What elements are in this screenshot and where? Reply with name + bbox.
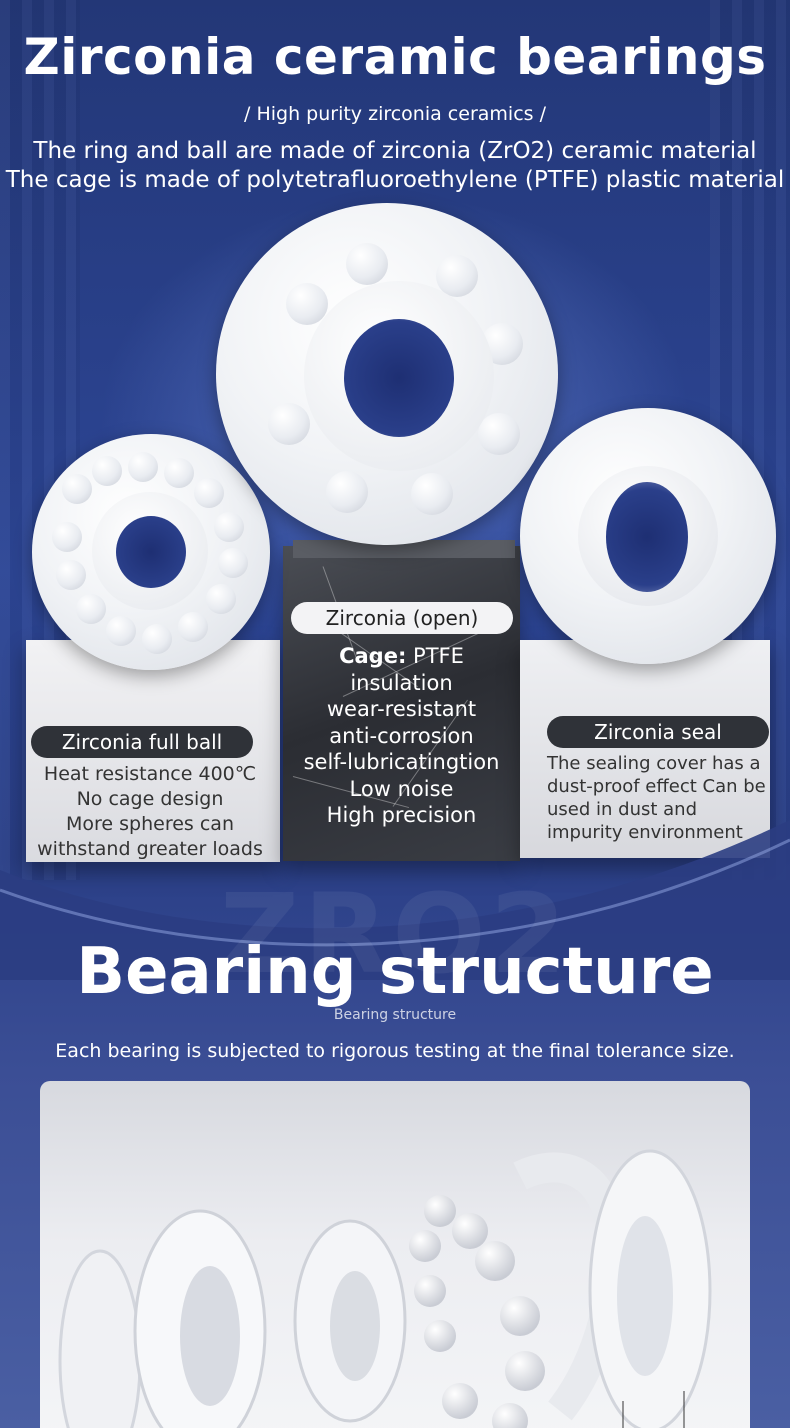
cage-spec-value: PTFE xyxy=(413,644,464,668)
section-subtitle: Bearing structure xyxy=(333,1007,457,1023)
feature-line: withstand greater loads xyxy=(37,838,263,860)
sealed-bearing-features: The sealing cover has a dust-proof effec… xyxy=(547,752,772,844)
material-description-cage: The cage is made of polytetrafluoroethyl… xyxy=(5,167,785,193)
full-ball-label: Zirconia full ball xyxy=(31,726,253,758)
page-title: Zirconia ceramic bearings xyxy=(23,28,767,86)
feature-line: dust-proof effect Can be xyxy=(547,776,766,797)
full-ball-features: Heat resistance 400℃ No cage design More… xyxy=(30,762,270,862)
section-description: Each bearing is subjected to rigorous te… xyxy=(55,1040,735,1062)
middle-pedestal xyxy=(283,546,520,861)
open-bearing-features: Cage: PTFE insulation wear-resistant ant… xyxy=(283,643,520,829)
open-bearing-label: Zirconia (open) xyxy=(291,602,513,634)
feature-line: Low noise xyxy=(349,776,454,801)
cage-spec-label: Cage: xyxy=(339,644,407,668)
feature-line: insulation xyxy=(350,670,453,695)
section-title: Bearing structure xyxy=(76,935,714,1009)
sealed-bearing-image xyxy=(520,408,776,664)
feature-line: used in dust and xyxy=(547,799,697,820)
full-ball-bearing-image xyxy=(32,434,270,670)
feature-line: The sealing cover has a xyxy=(547,753,761,774)
zro2-watermark: ZRO2 xyxy=(219,870,571,998)
sealed-bearing-label: Zirconia seal xyxy=(547,716,769,748)
feature-line: No cage design xyxy=(76,788,224,810)
feature-line: High precision xyxy=(326,803,477,827)
feature-line: self-lubricatingtion xyxy=(303,750,500,774)
feature-line: More spheres can xyxy=(66,813,234,835)
right-pedestal xyxy=(520,640,770,858)
cage-spec: Cage: PTFE xyxy=(283,643,520,670)
feature-line: wear-resistant xyxy=(326,697,477,721)
middle-pedestal-top xyxy=(293,540,515,558)
feature-line: impurity environment xyxy=(547,822,743,843)
feature-line: anti-corrosion xyxy=(329,723,474,748)
exploded-bearing-illustration xyxy=(58,1149,712,1428)
wave-divider xyxy=(0,820,790,980)
open-bearing-image xyxy=(216,203,558,545)
bearing-structure-image xyxy=(40,1081,750,1428)
page-subtitle: / High purity zirconia ceramics / xyxy=(244,103,546,125)
ball-cluster xyxy=(409,1195,545,1428)
feature-line: Heat resistance 400℃ xyxy=(43,763,257,785)
material-description-ring: The ring and ball are made of zirconia (… xyxy=(33,138,757,164)
